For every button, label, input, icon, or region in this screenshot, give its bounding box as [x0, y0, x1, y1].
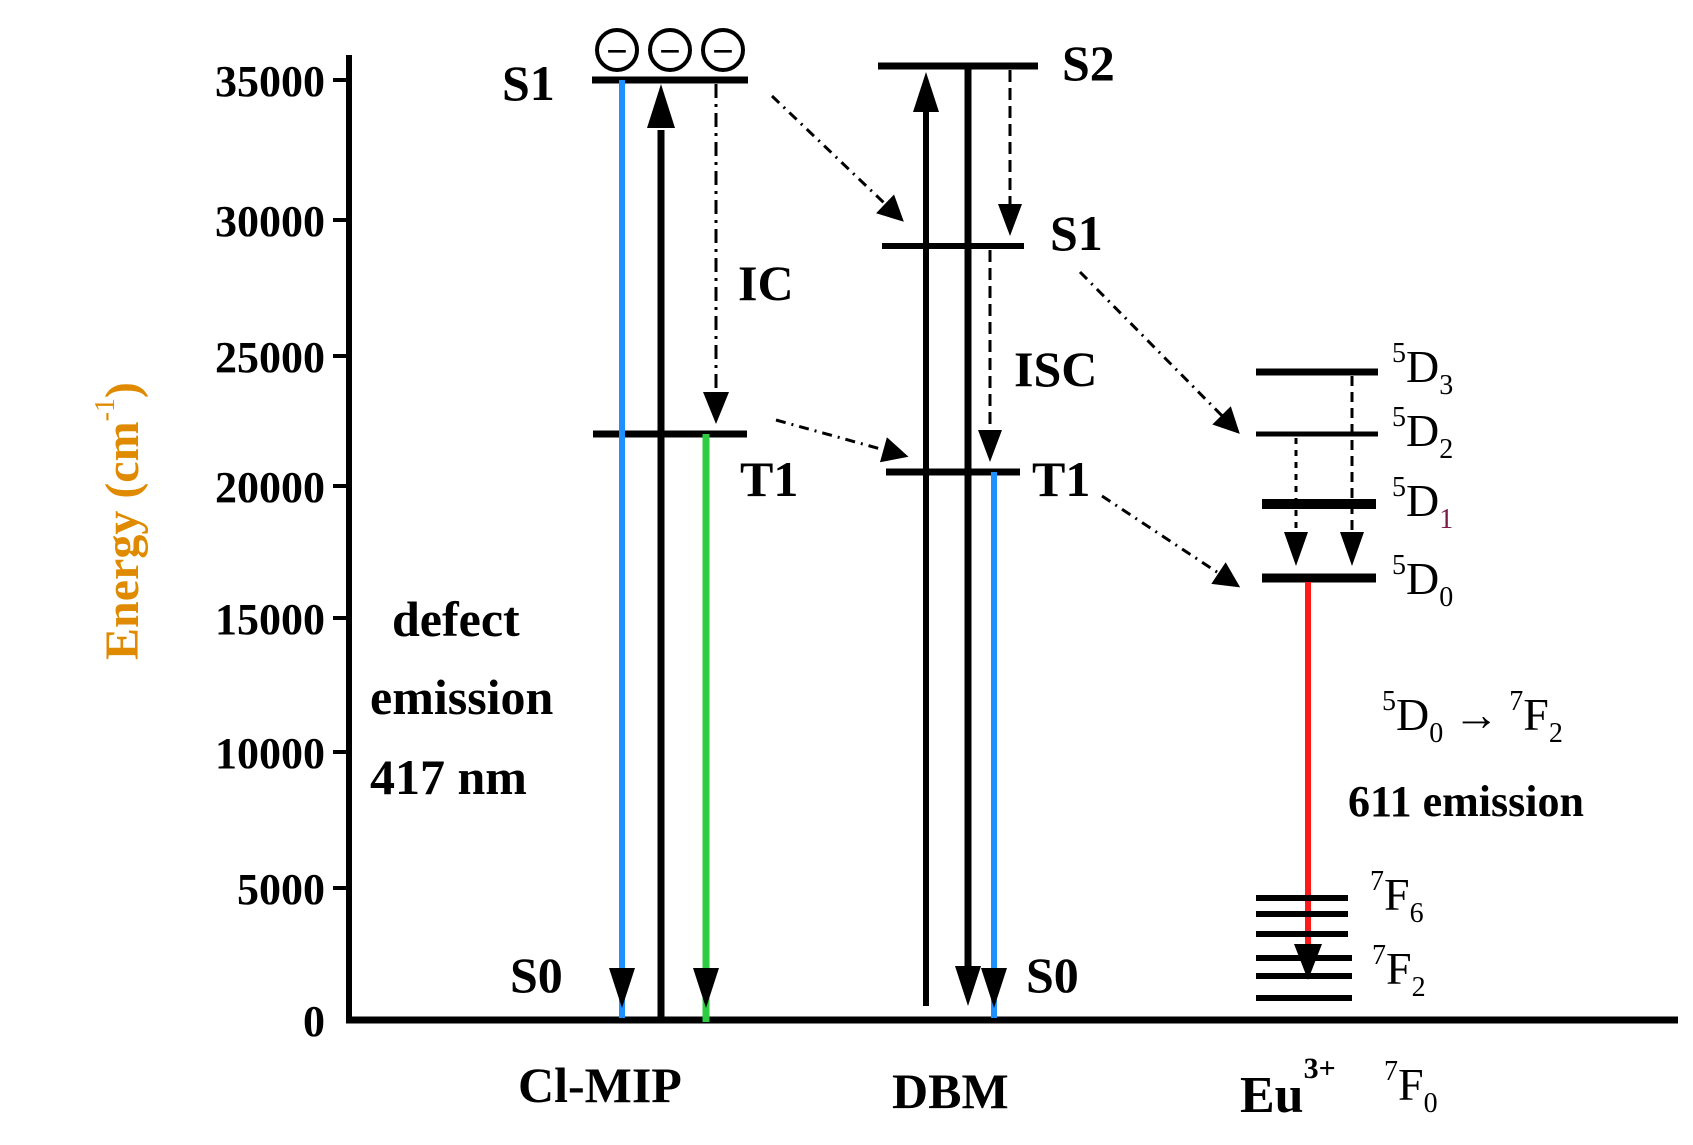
eu-f0-label: 7F0	[1384, 1056, 1438, 1119]
y-tick-label: 10000	[215, 729, 325, 778]
dbm-column-label: DBM	[892, 1063, 1009, 1119]
electron-sign: −	[606, 31, 628, 73]
clmip-ic-label: IC	[738, 255, 794, 311]
eu-emission-caption: 611 emission	[1348, 777, 1584, 826]
eu-d3-label: 5D3	[1392, 338, 1453, 401]
clmip-ic-arrowhead	[703, 392, 729, 424]
transfer-dbm-s1-to-eu-d2	[1078, 270, 1240, 434]
y-tick-label: 0	[303, 997, 325, 1046]
clmip-s1-label: S1	[502, 55, 555, 111]
dbm-s2-s0-arrowhead	[955, 966, 981, 1006]
clmip-s0-label: S0	[510, 947, 563, 1003]
y-tick-labels: 35000 30000 25000 20000 15000 10000 5000…	[215, 57, 325, 1046]
clmip-absorption-arrowhead	[647, 84, 675, 128]
dbm-s2-label: S2	[1062, 35, 1115, 91]
eu-d3-relax-arrowhead	[1340, 532, 1364, 566]
electron	[648, 28, 692, 72]
eu-d1-label: 5D1	[1392, 472, 1453, 535]
electron	[701, 28, 745, 72]
dbm-blue-arrowhead	[981, 968, 1007, 1008]
dbm-absorption-arrowhead	[913, 72, 939, 112]
y-tick-label: 25000	[215, 333, 325, 382]
y-tick-label: 35000	[215, 57, 325, 106]
clmip-blue-arrowhead	[609, 968, 635, 1008]
eu-d2-relax-arrowhead	[1284, 532, 1308, 566]
y-tick-marks	[333, 78, 349, 890]
eu-column: 5D3 5D2 5D1 5D0 7F6 7F2 5D0→7F2 611 emis…	[1240, 338, 1584, 1124]
transfer-clmip-t1-to-dbm-t1	[775, 418, 909, 463]
clmip-column: − − − S1 IC T1 S0 defect emission 417 nm…	[370, 28, 798, 1113]
electron	[595, 28, 639, 72]
eu-d2-label: 5D2	[1392, 402, 1453, 465]
dbm-isc-label: ISC	[1014, 341, 1097, 397]
eu-column-label: Eu3+	[1240, 1052, 1336, 1124]
dbm-s1-label: S1	[1050, 205, 1103, 261]
electron-sign: −	[659, 31, 681, 73]
clmip-t1-label: T1	[740, 451, 798, 507]
eu-f2-label: 7F2	[1372, 940, 1426, 1003]
defect-line-1: defect	[392, 591, 520, 647]
clmip-column-label: Cl-MIP	[518, 1057, 682, 1113]
defect-emission-note: defect emission 417 nm	[370, 591, 554, 805]
axes: 35000 30000 25000 20000 15000 10000 5000…	[90, 55, 1678, 1046]
y-tick-label: 20000	[215, 463, 325, 512]
eu-transition-label: 5D0→7F2	[1382, 686, 1563, 749]
electron-sign: −	[712, 31, 734, 73]
y-tick-label: 30000	[215, 197, 325, 246]
y-tick-label: 5000	[237, 865, 325, 914]
dbm-isc-arrowhead	[978, 430, 1002, 462]
defect-line-3: 417 nm	[370, 749, 527, 805]
energy-transfer-arrows	[770, 94, 1241, 588]
y-axis-title: Energy (cm-1)	[90, 382, 149, 660]
dbm-column: S2 S1 ISC T1 S0 DBM	[878, 35, 1115, 1119]
electrons: − − −	[595, 28, 745, 73]
y-tick-label: 15000	[215, 595, 325, 644]
dbm-s0-label: S0	[1026, 947, 1079, 1003]
clmip-green-arrowhead	[693, 968, 719, 1008]
dbm-t1-label: T1	[1032, 451, 1090, 507]
y-axis-title-text: Energy (cm-1)	[90, 382, 149, 660]
dbm-s2-s1-arrowhead	[998, 204, 1022, 236]
eu-f-manifold	[1256, 895, 1352, 1001]
eu-d0-label: 5D0	[1392, 550, 1453, 613]
eu-f6-label: 7F6	[1370, 866, 1424, 929]
defect-line-2: emission	[370, 669, 554, 725]
transfer-dbm-t1-to-eu-d0	[1101, 494, 1241, 588]
transfer-clmip-s1-to-dbm-s1	[770, 94, 904, 222]
eu-red-arrowhead	[1294, 944, 1322, 980]
